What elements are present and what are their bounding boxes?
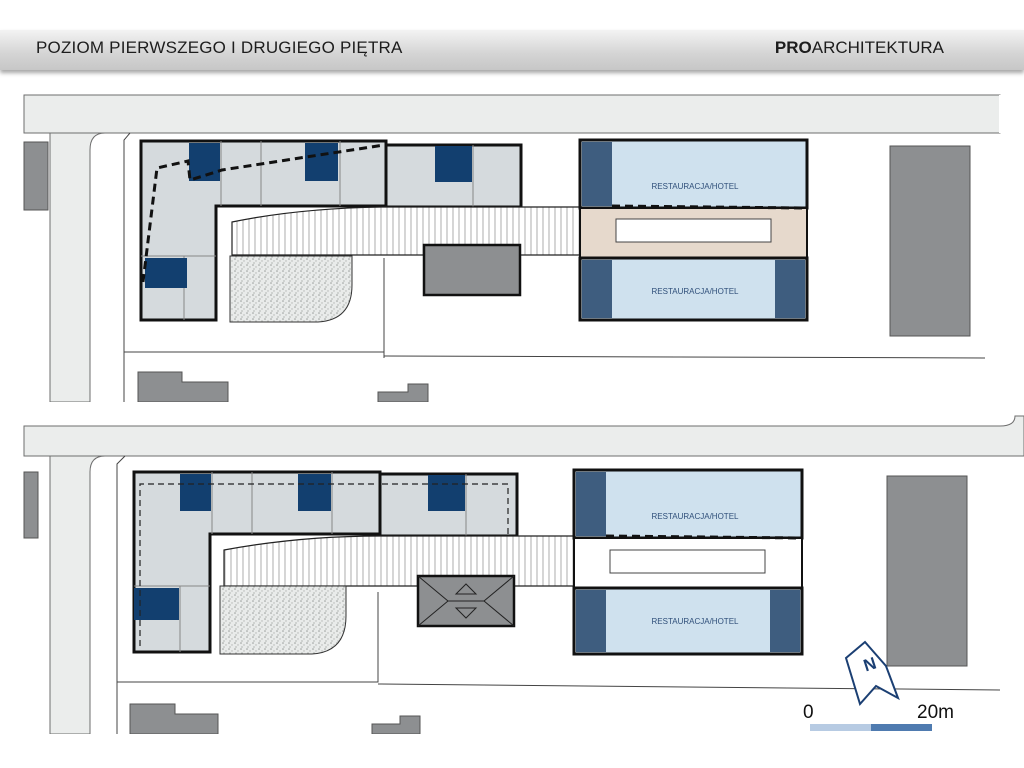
roads (23, 94, 1001, 402)
pavilion-roof (422, 243, 522, 297)
roads (23, 415, 1024, 734)
building-west (132, 470, 382, 654)
room-label-south: RESTAURACJA/HOTEL (652, 617, 740, 626)
building-middle (384, 143, 523, 209)
plot-lines (123, 132, 986, 402)
walkway (231, 206, 581, 256)
title-bar: POZIOM PIERWSZEGO I DRUGIEGO PIĘTRA PROA… (0, 30, 1024, 70)
scale-start-label: 0 (803, 702, 814, 723)
walkway (223, 535, 575, 587)
building-middle (378, 472, 519, 538)
floor-plan-second: RESTAURACJA/HOTEL RESTAURACJA/HOTEL (23, 415, 1024, 734)
brand-logo: PROARCHITEKTURA (775, 38, 944, 58)
scale-bar-dark (871, 724, 932, 731)
green-area (229, 255, 353, 323)
green-area (219, 585, 347, 655)
pavilion-roof (416, 574, 516, 628)
hotel-block (572, 468, 804, 656)
scale-end-label: 20m (917, 702, 954, 723)
brand-bold: PRO (774, 38, 812, 57)
hotel-block (578, 138, 809, 322)
floor-plan-first: RESTAURACJA/HOTEL RESTAURACJA/HOTEL (23, 94, 1001, 402)
scale-bar-light (810, 724, 871, 731)
plot-lines (116, 455, 1001, 734)
room-label-south: RESTAURACJA/HOTEL (652, 287, 740, 296)
compass-letter: N (861, 654, 879, 676)
building-west (139, 139, 388, 322)
room-label-north: RESTAURACJA/HOTEL (652, 512, 740, 521)
neighbor-buildings-south (129, 703, 421, 734)
brand-rest: ARCHITEKTURA (811, 38, 944, 57)
neighbor-building-right (886, 475, 968, 667)
room-label-north: RESTAURACJA/HOTEL (652, 182, 740, 191)
neighbor-buildings-south (137, 371, 429, 402)
neighbor-building-left (23, 141, 49, 211)
neighbor-building-right (889, 145, 971, 337)
north-arrow-icon: N (844, 640, 900, 706)
scale-bar (810, 724, 932, 731)
neighbor-building-left (23, 471, 39, 539)
page-title: POZIOM PIERWSZEGO I DRUGIEGO PIĘTRA (36, 38, 403, 57)
